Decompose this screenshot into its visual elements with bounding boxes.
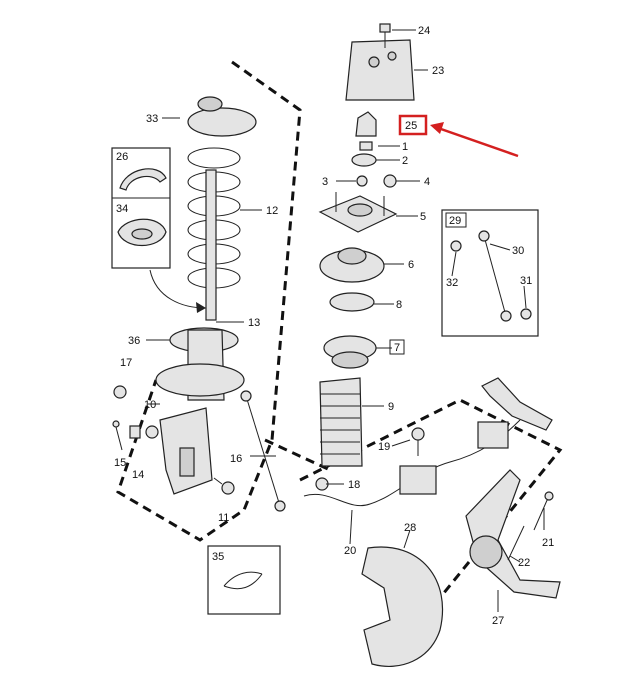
damper-rod-part-13 xyxy=(205,169,217,321)
dust-boot-part-9 xyxy=(319,377,363,467)
leader-lines xyxy=(146,29,545,612)
inset-box-26-34 xyxy=(111,147,171,269)
callout-21: 21 xyxy=(542,537,554,549)
bolt-part-21 xyxy=(533,491,554,531)
callout-32: 32 xyxy=(446,277,458,289)
washer-part-14 xyxy=(129,425,141,439)
bolt-part-19 xyxy=(411,427,425,456)
callout-5: 5 xyxy=(420,211,426,223)
nut-part-31 xyxy=(520,308,532,320)
callout-12: 12 xyxy=(266,205,278,217)
callout-4: 4 xyxy=(424,176,430,188)
callout-3: 3 xyxy=(322,176,328,188)
inset-box-29 xyxy=(441,209,539,337)
brake-shield-part-28 xyxy=(361,546,444,668)
callout-36: 36 xyxy=(128,335,140,347)
callout-11: 11 xyxy=(218,512,229,524)
callout-13: 13 xyxy=(248,317,260,329)
dashed-outline-spring-stack xyxy=(264,438,331,472)
highlight-box-25 xyxy=(398,114,428,136)
callout-17: 17 xyxy=(120,357,132,369)
highlight-arrow-head xyxy=(430,122,444,134)
callout-27: 27 xyxy=(492,615,504,627)
bearing-part-6 xyxy=(319,247,385,283)
callout-26: 26 xyxy=(116,151,128,163)
callout-14: 14 xyxy=(132,469,144,481)
stabilizer-link-part-30 xyxy=(483,235,507,317)
subframe-bracket xyxy=(481,377,553,431)
callout-20: 20 xyxy=(344,545,356,557)
nut-part-4 xyxy=(383,174,397,188)
dashed-outline-strut xyxy=(116,60,302,542)
bump-stop-seat-part-7 xyxy=(323,335,377,369)
nut-part-32 xyxy=(450,240,462,252)
bump-cap-part-25 xyxy=(355,111,377,137)
strut-top-mount-part-5 xyxy=(318,192,398,233)
upper-spring-seat-part-33 xyxy=(187,107,257,137)
highlight-arrow-shaft xyxy=(437,126,519,158)
arrow-inset-to-spring xyxy=(149,269,207,309)
callout-frame-29 xyxy=(445,212,467,228)
callout-28: 28 xyxy=(404,522,416,534)
callout-1: 1 xyxy=(402,141,408,153)
callout-19: 19 xyxy=(378,441,390,453)
cable-tie-part-35 xyxy=(223,571,263,590)
nut-part-1 xyxy=(359,141,373,151)
bolt-part-24 xyxy=(379,23,391,48)
callout-7: 7 xyxy=(394,342,400,354)
callout-9: 9 xyxy=(388,401,394,413)
callout-25: 25 xyxy=(405,120,417,132)
bolt-part-15 xyxy=(112,420,123,451)
bolt-part-22 xyxy=(507,525,525,561)
callout-24: 24 xyxy=(418,25,430,37)
callout-8: 8 xyxy=(396,299,402,311)
inset-box-35 xyxy=(207,545,281,615)
callout-33: 33 xyxy=(146,113,158,125)
callout-2: 2 xyxy=(402,155,408,167)
callout-16: 16 xyxy=(230,453,242,465)
steering-knuckle-part-27 xyxy=(465,469,561,599)
nut-part-3 xyxy=(356,175,368,187)
bushing-clamp xyxy=(399,465,437,495)
arrow-head xyxy=(196,302,206,313)
callout-frame-7 xyxy=(389,339,405,355)
callout-31: 31 xyxy=(520,275,532,287)
callout-29: 29 xyxy=(449,215,461,227)
upper-mount-cover-part-23 xyxy=(345,39,415,101)
callout-35: 35 xyxy=(212,551,224,563)
callout-10: 10 xyxy=(144,399,156,411)
bump-stop-ring-part-26 xyxy=(119,168,167,191)
nut-part-17 xyxy=(113,385,127,399)
callout-23: 23 xyxy=(432,65,444,77)
callout-30: 30 xyxy=(512,245,524,257)
washer-part-2 xyxy=(351,153,377,167)
callout-22: 22 xyxy=(518,557,530,569)
stabilizer-link-part-16 xyxy=(245,395,281,507)
bolt-part-11 xyxy=(213,477,235,495)
callout-15: 15 xyxy=(114,457,126,469)
washer-part-8 xyxy=(329,292,375,312)
callout-6: 6 xyxy=(408,259,414,271)
callout-34: 34 xyxy=(116,203,128,215)
callout-18: 18 xyxy=(348,479,360,491)
